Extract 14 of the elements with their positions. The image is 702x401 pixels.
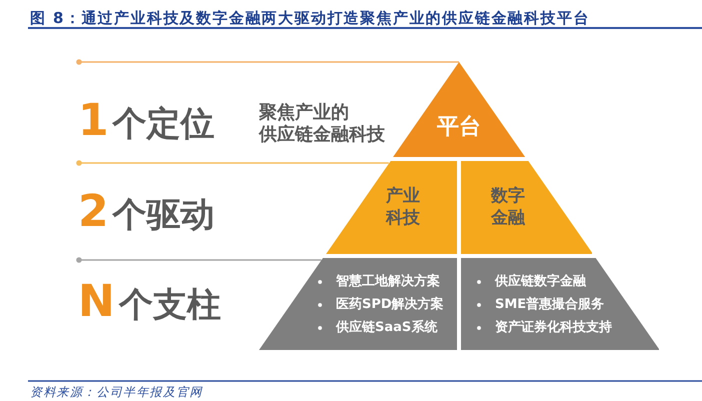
source-note: 资料来源：公司半年报及官网	[30, 385, 203, 400]
tier-title: 平台	[436, 114, 481, 142]
row-heading: 1个定位	[78, 99, 215, 146]
pyramid-tier	[258, 258, 458, 350]
tier-title: 数字金融	[490, 184, 526, 230]
row-heading: N个支柱	[78, 280, 221, 327]
tier-description: 聚焦产业的供应链金融科技	[259, 102, 386, 146]
pyramid-tier	[460, 161, 592, 254]
tier-title: 产业科技	[384, 184, 421, 230]
row-heading: 2个驱动	[78, 190, 215, 237]
pyramid-tier	[326, 161, 458, 254]
figure-title: 图 8：通过产业科技及数字金融两大驱动打造聚焦产业的供应链金融科技平台	[30, 8, 590, 28]
pyramid-tier	[460, 258, 660, 350]
pyramid-tier	[392, 62, 526, 157]
